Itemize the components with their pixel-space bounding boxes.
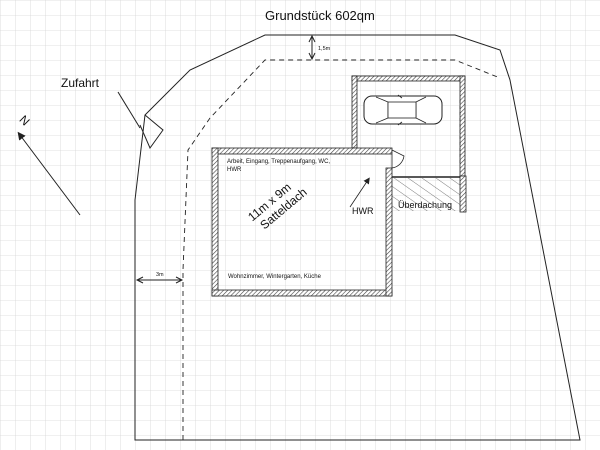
dimension-top-label: 1,5m (318, 46, 331, 52)
dimension-top-arrow-down (308, 52, 316, 61)
plot-boundary (134, 34, 581, 441)
garage-wall-left (351, 75, 358, 149)
garage-wall-top (351, 75, 466, 82)
rooms-top-line2: HWR (227, 167, 242, 173)
dimension-left-arrow-left (135, 276, 144, 284)
access-notch (139, 114, 164, 150)
canopy-area (390, 178, 465, 211)
dimension-top-arrow-up (308, 34, 316, 43)
rooms-top-line1: Arbeit, Eingang, Treppenaufgang, WC, (227, 159, 330, 165)
house-wall-left (211, 147, 219, 297)
dimension-left-label: 3m (156, 272, 164, 278)
door-swing-icon (391, 149, 405, 169)
setback-line (182, 59, 501, 440)
hwr-label: HWR (352, 206, 374, 216)
car-icon (363, 94, 443, 126)
garage-wall-right (459, 75, 466, 177)
plot-title: Grundstück 602qm (265, 8, 375, 23)
hwr-arrow-icon (349, 177, 370, 208)
house-wall-bottom (211, 289, 393, 297)
access-label: Zufahrt (61, 76, 100, 90)
house-wall-top (211, 147, 393, 155)
dimension-left-arrow-right (175, 276, 184, 284)
north-arrow-icon (17, 131, 81, 216)
canopy-label: Überdachung (398, 200, 452, 210)
garage: Überdachung (351, 75, 467, 213)
rooms-bottom: Wohnzimmer, Wintergarten, Küche (228, 274, 322, 280)
access-pointer-line (117, 91, 141, 129)
canopy-post (459, 175, 467, 213)
house-wall-right (385, 167, 393, 297)
